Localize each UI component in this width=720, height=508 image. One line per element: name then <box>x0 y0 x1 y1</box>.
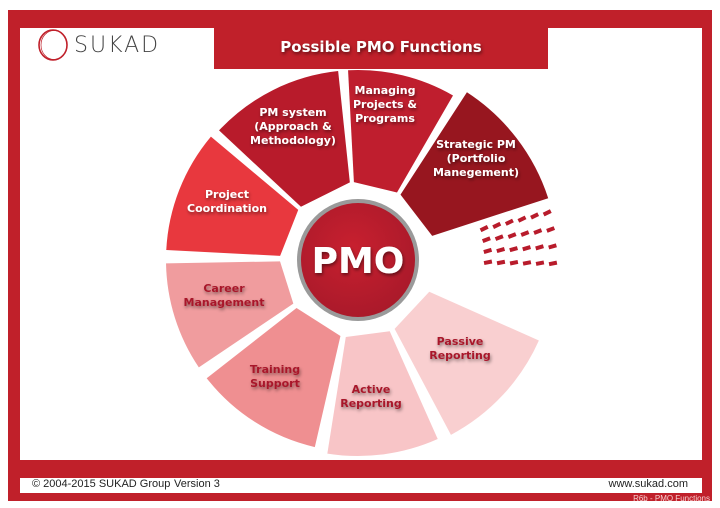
segment-label-line: Passive <box>437 335 484 348</box>
dash-mark <box>504 218 514 226</box>
dash-mark <box>481 236 491 243</box>
dash-mark <box>533 228 543 235</box>
segment-label-line: Coordination <box>187 202 267 215</box>
dash-mark <box>483 247 493 254</box>
segment-label-line: Strategic PM <box>436 138 516 151</box>
segment-label-line: Management <box>184 296 265 309</box>
segment-label-line: PM system <box>259 106 326 119</box>
dash-mark <box>517 215 527 223</box>
copyright: © 2004-2015 SUKAD Group <box>32 478 171 490</box>
dash-mark <box>496 259 506 266</box>
hub-label: PMO <box>312 241 405 282</box>
dash-mark <box>548 260 558 267</box>
segment-label-line: (Approach & <box>254 120 332 133</box>
segment-training <box>206 308 341 448</box>
version: Version 3 <box>174 478 220 490</box>
slide-id: R6b - PMO Functions <box>633 494 710 503</box>
segment-label-line: Managing <box>355 84 416 97</box>
page-title: Possible PMO Functions <box>214 25 548 69</box>
dotted-extension <box>479 209 558 267</box>
website-link[interactable]: www.sukad.com <box>608 478 688 490</box>
segment-label-line: Manegement) <box>433 166 519 179</box>
segment-pm-system <box>219 71 350 207</box>
segment-label-line: Reporting <box>340 397 402 410</box>
dash-mark <box>535 260 545 266</box>
dash-mark <box>548 243 557 250</box>
footer: © 2004-2015 SUKAD Group Version 3 www.su… <box>20 478 702 493</box>
logo-ring-icon <box>38 29 68 61</box>
segment-label-line: Project <box>205 188 249 201</box>
segment-label-line: Support <box>250 377 300 390</box>
dash-mark <box>522 245 531 252</box>
dash-mark <box>479 224 489 233</box>
segment-label-line: (Portfolio <box>447 152 506 165</box>
dash-mark <box>520 230 530 237</box>
segment-passive <box>394 291 539 435</box>
segment-active <box>327 331 438 456</box>
segment-label: PM system(Approach &Methodology) <box>250 106 336 147</box>
dash-mark <box>509 246 519 253</box>
dash-mark <box>530 212 540 220</box>
sukad-logo: SUKAD <box>36 28 160 62</box>
segment-managing <box>348 70 453 193</box>
hub-circle <box>301 203 415 317</box>
dash-mark <box>494 234 504 241</box>
segment-label-line: Career <box>203 282 245 295</box>
segment-label-line: Projects & <box>353 98 417 111</box>
dash-mark <box>535 244 544 251</box>
segment-strategic-pm <box>400 92 549 236</box>
segment-label-line: Active <box>352 383 391 396</box>
segment-project <box>166 136 299 256</box>
segment-label-line: Methodology) <box>250 134 336 147</box>
dash-mark <box>492 221 502 229</box>
dash-mark <box>496 246 506 254</box>
dash-mark <box>507 232 517 239</box>
segment-label-line: Programs <box>355 112 415 125</box>
segment-label-line: Training <box>250 363 300 376</box>
logo-text: SUKAD <box>74 32 161 58</box>
dash-mark <box>542 209 552 217</box>
dash-mark <box>509 259 519 266</box>
segment-label-line: Reporting <box>429 349 491 362</box>
dash-mark <box>546 226 556 233</box>
dash-mark <box>483 259 493 265</box>
dash-mark <box>522 260 532 266</box>
segment-career <box>166 261 294 368</box>
